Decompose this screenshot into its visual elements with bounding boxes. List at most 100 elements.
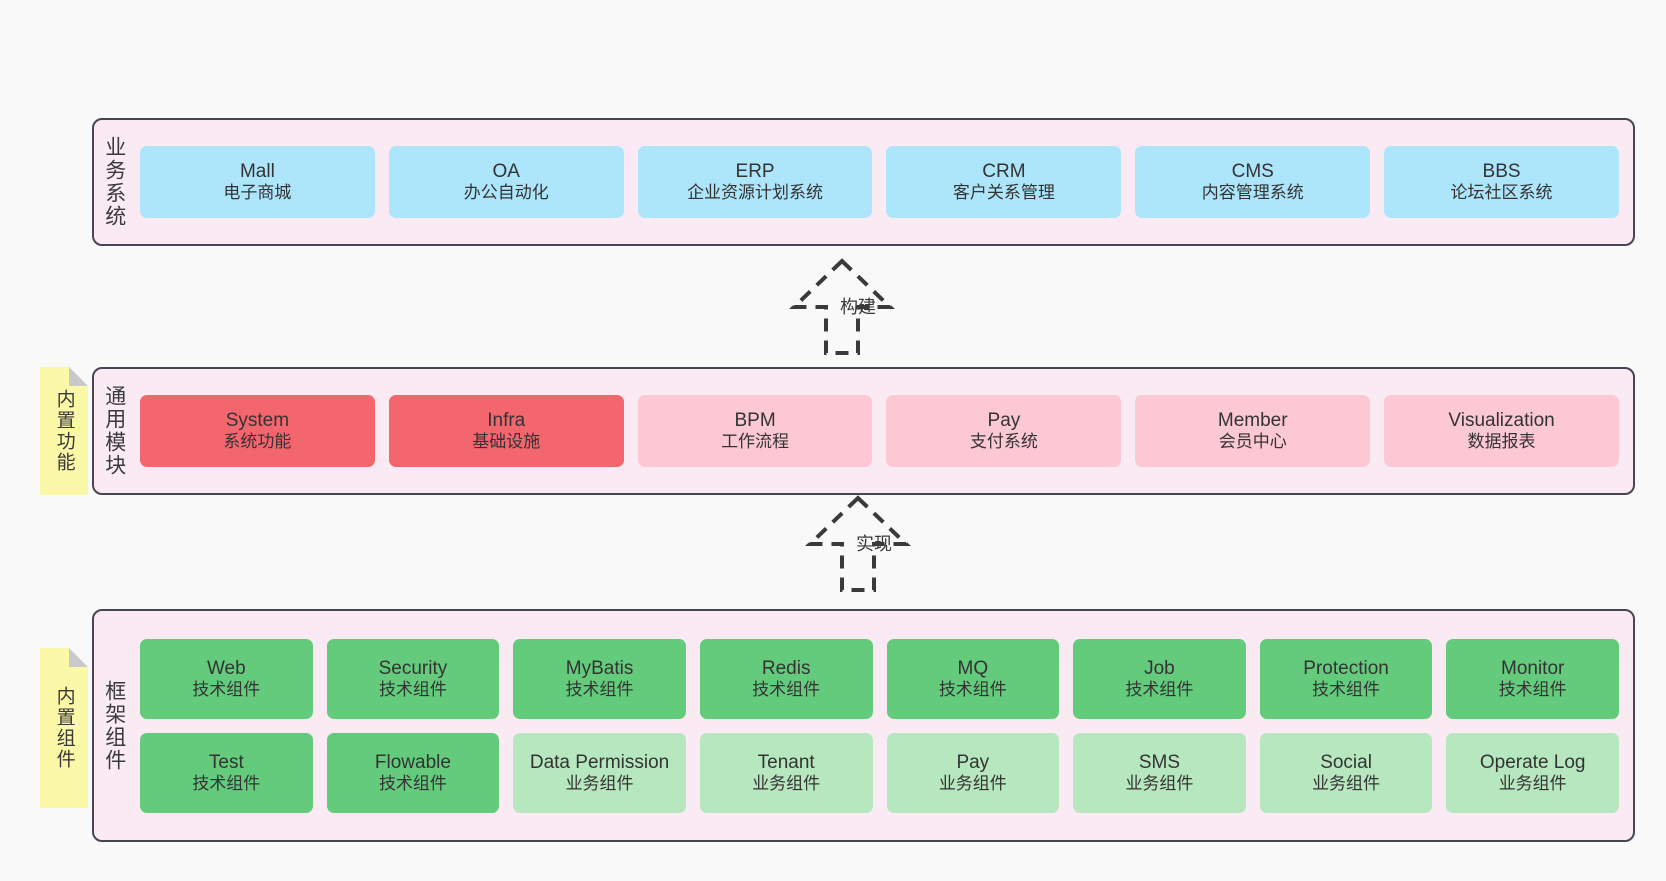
node-row: Web 技术组件 Security 技术组件 MyBatis 技术组件 Redi… <box>140 638 1619 719</box>
node-pay-module[interactable]: Pay 支付系统 <box>886 395 1122 467</box>
layer-body-business-system: Mall 电子商城 OA 办公自动化 ERP 企业资源计划系统 CRM 客户关系… <box>134 120 1633 244</box>
node-title: SMS <box>1138 751 1181 773</box>
node-title: Test <box>208 751 244 773</box>
node-visualization[interactable]: Visualization 数据报表 <box>1384 395 1619 467</box>
arrow-implement-label: 实现 <box>856 534 892 554</box>
node-mybatis[interactable]: MyBatis 技术组件 <box>513 638 686 719</box>
node-title: Security <box>378 657 448 679</box>
arrow-implement: 实现 <box>778 492 938 592</box>
node-title: Protection <box>1303 657 1389 679</box>
node-subtitle: 技术组件 <box>1498 679 1567 699</box>
node-subtitle: 业务组件 <box>1312 773 1381 793</box>
node-title: Member <box>1217 410 1288 432</box>
node-title: Pay <box>956 751 990 773</box>
node-operate-log[interactable]: Operate Log 业务组件 <box>1446 732 1619 813</box>
node-subtitle: 业务组件 <box>752 773 821 793</box>
node-title: Visualization <box>1448 410 1555 432</box>
node-title: Social <box>1320 751 1372 773</box>
node-subtitle: 数据报表 <box>1467 432 1536 452</box>
node-subtitle: 业务组件 <box>1498 773 1567 793</box>
node-title: Data Permission <box>529 751 670 773</box>
node-subtitle: 论坛社区系统 <box>1450 183 1553 203</box>
arrow-implement-icon <box>805 495 911 592</box>
node-redis[interactable]: Redis 技术组件 <box>699 638 873 719</box>
node-job[interactable]: Job 技术组件 <box>1073 638 1246 719</box>
node-subtitle: 客户关系管理 <box>952 183 1055 203</box>
node-title: Web <box>206 657 246 679</box>
node-subtitle: 系统功能 <box>223 432 292 452</box>
layer-body-framework-component: Web 技术组件 Security 技术组件 MyBatis 技术组件 Redi… <box>134 611 1633 840</box>
node-oa[interactable]: OA 办公自动化 <box>388 146 624 218</box>
node-subtitle: 会员中心 <box>1218 432 1287 452</box>
node-title: ERP <box>735 161 775 183</box>
node-sms[interactable]: SMS 业务组件 <box>1073 732 1246 813</box>
node-system[interactable]: System 系统功能 <box>140 395 375 467</box>
node-mq[interactable]: MQ 技术组件 <box>886 638 1060 719</box>
node-member[interactable]: Member 会员中心 <box>1135 395 1371 467</box>
node-mall[interactable]: Mall 电子商城 <box>140 146 375 218</box>
layer-body-common-module: System 系统功能 Infra 基础设施 BPM 工作流程 Pay 支付系统… <box>134 369 1633 493</box>
node-row: Mall 电子商城 OA 办公自动化 ERP 企业资源计划系统 CRM 客户关系… <box>140 146 1619 218</box>
node-subtitle: 技术组件 <box>938 679 1007 699</box>
layer-title-framework-component: 框架组件 <box>102 679 126 772</box>
layer-title-common-module: 通用模块 <box>102 385 126 477</box>
node-infra[interactable]: Infra 基础设施 <box>388 395 624 467</box>
node-title: Pay <box>987 410 1021 432</box>
node-subtitle: 电子商城 <box>223 183 292 203</box>
sticky-note-builtin-features: 内置功能 <box>40 367 88 495</box>
node-title: System <box>225 410 290 432</box>
node-subtitle: 技术组件 <box>192 679 261 699</box>
node-bpm[interactable]: BPM 工作流程 <box>637 395 873 467</box>
node-title: Tenant <box>757 751 815 773</box>
node-erp[interactable]: ERP 企业资源计划系统 <box>637 146 873 218</box>
node-title: BPM <box>734 410 776 432</box>
layer-framework-component: 框架组件 Web 技术组件 Security 技术组件 MyBatis 技术组件… <box>92 609 1635 842</box>
node-security[interactable]: Security 技术组件 <box>326 638 500 719</box>
node-flowable[interactable]: Flowable 技术组件 <box>326 732 500 813</box>
node-title: CRM <box>982 161 1026 183</box>
sticky-note-builtin-components: 内置组件 <box>40 648 88 808</box>
node-subtitle: 内容管理系统 <box>1201 183 1304 203</box>
node-row: Test 技术组件 Flowable 技术组件 Data Permission … <box>140 732 1619 813</box>
node-subtitle: 技术组件 <box>1312 679 1381 699</box>
node-title: MyBatis <box>565 657 634 679</box>
layer-business-system: 业务系统 Mall 电子商城 OA 办公自动化 ERP 企业资源计划系统 CRM… <box>92 118 1635 246</box>
node-data-permission[interactable]: Data Permission 业务组件 <box>513 732 686 813</box>
node-monitor[interactable]: Monitor 技术组件 <box>1446 638 1619 719</box>
node-title: BBS <box>1482 161 1521 183</box>
node-subtitle: 业务组件 <box>938 773 1007 793</box>
node-title: Infra <box>487 410 526 432</box>
node-bbs[interactable]: BBS 论坛社区系统 <box>1384 146 1619 218</box>
layer-common-module: 通用模块 System 系统功能 Infra 基础设施 BPM 工作流程 Pay… <box>92 367 1635 495</box>
layer-title-business-system: 业务系统 <box>102 136 126 228</box>
node-subtitle: 业务组件 <box>1125 773 1194 793</box>
node-subtitle: 技术组件 <box>1125 679 1194 699</box>
node-pay-component[interactable]: Pay 业务组件 <box>886 732 1060 813</box>
arrow-build-label: 构建 <box>840 297 876 317</box>
arrow-build: 构建 <box>762 255 922 355</box>
node-title: MQ <box>957 657 989 679</box>
node-subtitle: 支付系统 <box>969 432 1038 452</box>
node-title: Redis <box>761 657 811 679</box>
node-subtitle: 技术组件 <box>192 773 261 793</box>
node-title: Monitor <box>1501 657 1565 679</box>
node-protection[interactable]: Protection 技术组件 <box>1259 638 1433 719</box>
node-title: Operate Log <box>1479 751 1586 773</box>
node-subtitle: 工作流程 <box>721 432 790 452</box>
node-test[interactable]: Test 技术组件 <box>140 732 313 813</box>
node-tenant[interactable]: Tenant 业务组件 <box>699 732 873 813</box>
node-title: Mall <box>239 161 275 183</box>
arrow-build-icon <box>789 258 895 355</box>
node-social[interactable]: Social 业务组件 <box>1259 732 1433 813</box>
node-title: Job <box>1144 657 1175 679</box>
node-title: OA <box>492 161 520 183</box>
node-cms[interactable]: CMS 内容管理系统 <box>1135 146 1371 218</box>
node-crm[interactable]: CRM 客户关系管理 <box>886 146 1122 218</box>
node-subtitle: 技术组件 <box>752 679 821 699</box>
node-subtitle: 办公自动化 <box>463 183 549 203</box>
node-subtitle: 基础设施 <box>472 432 541 452</box>
node-subtitle: 技术组件 <box>378 773 447 793</box>
node-web[interactable]: Web 技术组件 <box>140 638 313 719</box>
node-title: Flowable <box>374 751 451 773</box>
